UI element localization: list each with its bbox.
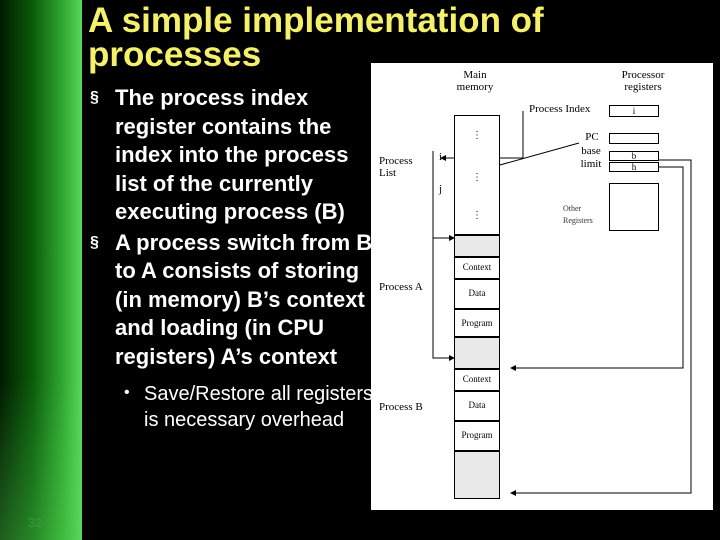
- limit-register: h: [609, 162, 659, 172]
- limit-label: limit: [580, 158, 602, 170]
- process-a-context-label: Context: [462, 262, 492, 272]
- process-a-data-box: Data: [454, 279, 500, 309]
- arrow-limit-to-process-b: [510, 166, 684, 371]
- arrow-pc-to-program: [488, 142, 580, 170]
- bullet-item-1: § The process index register contains th…: [90, 84, 380, 227]
- decorative-green-glow: [0, 380, 82, 540]
- dots-icon: ⋮: [472, 130, 482, 141]
- process-a-context-box: Context: [454, 257, 500, 279]
- process-list-label: Process List: [379, 155, 413, 179]
- pc-register: [609, 133, 659, 144]
- bullet-list: § The process index register contains th…: [90, 84, 380, 433]
- arrow-list-j-to-process-b: [432, 183, 455, 361]
- memory-gap: [454, 337, 500, 369]
- other-registers-box: [609, 183, 659, 231]
- other-registers-label: Other Registers: [563, 204, 593, 225]
- bullet-marker: §: [90, 233, 99, 251]
- arrow-list-i-to-process-a: [432, 151, 455, 241]
- process-index-value: i: [632, 106, 636, 116]
- sub-bullet-marker: •: [124, 384, 130, 401]
- figure-arrows: [432, 111, 692, 496]
- process-b-context-label: Context: [462, 374, 492, 384]
- process-a-program-box: Program: [454, 309, 500, 337]
- process-a-program-label: Program: [461, 318, 493, 328]
- base-value: b: [631, 151, 637, 161]
- sub-bullet-item: • Save/Restore all registers is necessar…: [120, 381, 380, 433]
- process-index-register: i: [609, 105, 659, 117]
- main-memory-label: Main memory: [456, 69, 494, 93]
- process-list-i-label: i: [439, 151, 443, 163]
- bullet-marker: §: [90, 89, 99, 106]
- memory-gap: [454, 235, 500, 257]
- dots-icon: ⋮: [472, 172, 482, 183]
- sub-bullet-text: Save/Restore all registers is necessary …: [144, 383, 373, 431]
- process-list-j-label: j: [439, 183, 443, 195]
- bullet-text: A process switch from B to A consists of…: [115, 229, 373, 369]
- limit-value: h: [631, 162, 637, 172]
- dots-icon: ⋮: [472, 210, 482, 221]
- arrow-base-to-process-b: [510, 159, 692, 496]
- process-b-program-box: Program: [454, 421, 500, 451]
- base-register: b: [609, 151, 659, 161]
- process-b-context-box: Context: [454, 369, 500, 391]
- bullet-text: The process index register contains the …: [115, 85, 349, 224]
- bullet-item-2: § A process switch from B to A consists …: [90, 229, 380, 372]
- process-b-program-label: Program: [461, 430, 493, 440]
- decorative-green-bar: [0, 0, 82, 540]
- process-b-data-box: Data: [454, 391, 500, 421]
- process-a-data-label: Data: [468, 288, 486, 298]
- processor-registers-label: Processor registers: [621, 69, 665, 93]
- process-b-data-label: Data: [468, 400, 486, 410]
- process-b-label: Process B: [379, 401, 423, 413]
- process-implementation-figure: Main memory Processor registers Process …: [371, 63, 713, 510]
- base-label: base: [581, 145, 601, 157]
- process-index-label: Process Index: [529, 103, 591, 115]
- slide-title: A simple implementation of processes: [88, 1, 544, 74]
- process-a-label: Process A: [379, 281, 423, 293]
- memory-gap: [454, 451, 500, 499]
- memory-top-box: ⋮ ⋮ ⋮: [454, 115, 500, 235]
- page-number: 32: [28, 515, 43, 530]
- pc-label: PC: [585, 131, 599, 143]
